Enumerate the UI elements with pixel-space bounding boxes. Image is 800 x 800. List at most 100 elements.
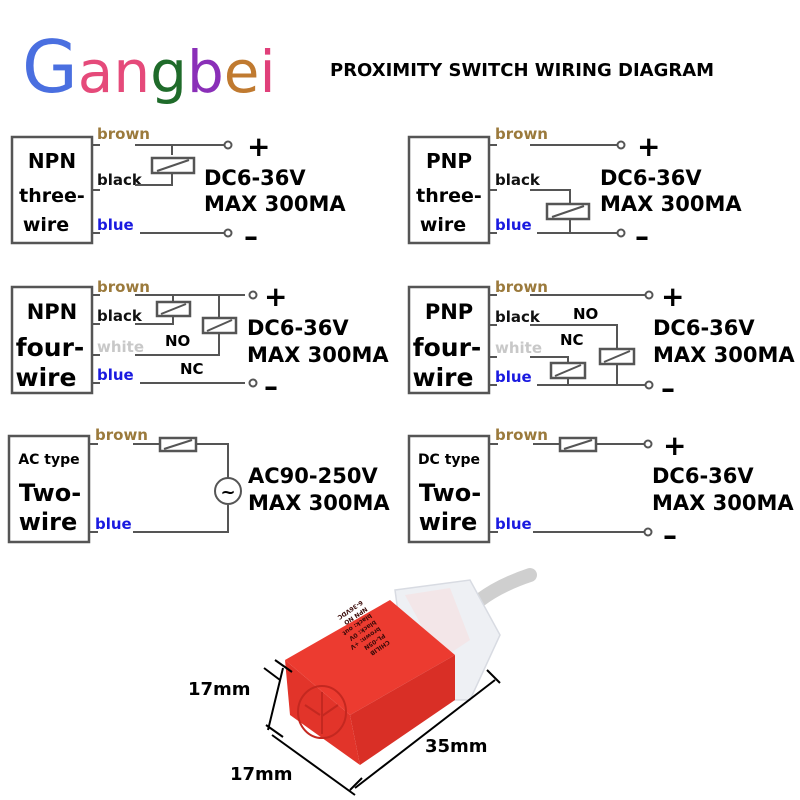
wire-label-white: white [97, 338, 144, 356]
current-spec: MAX 300MA [204, 192, 346, 216]
nc-label: NC [180, 360, 204, 378]
sensor-wire-word: wire [19, 508, 78, 536]
page-title: PROXIMITY SWITCH WIRING DIAGRAM [330, 60, 714, 81]
wire-label-black: black [495, 171, 541, 189]
current-spec: MAX 300MA [653, 343, 795, 367]
panel-dc-two-wire: DC type Two- wire brown blue + – DC6-36V… [407, 426, 794, 552]
minus-sign: – [264, 370, 278, 403]
dimension-height: 17mm [188, 679, 251, 700]
wire-label-brown: brown [97, 125, 150, 143]
minus-sign: – [661, 372, 675, 405]
sensor-wire-count: three- [19, 185, 85, 207]
panel-pnp-four-wire: PNP four- wire brown black white blue NO… [407, 278, 795, 405]
panel-npn-three-wire: NPN three- wire brown black blue + – DC6… [10, 125, 346, 253]
current-spec: MAX 300MA [600, 192, 742, 216]
minus-sign: – [244, 220, 258, 253]
plus-sign: + [663, 429, 686, 462]
terminal-minus [644, 380, 654, 390]
wire-label-blue: blue [495, 216, 532, 234]
terminal-plus [643, 439, 653, 449]
product-illustration: CHILIBPL-05Nbrown: +Vblack: 0Vblack: out… [188, 568, 537, 796]
terminal-minus [616, 228, 626, 238]
sensor-box [407, 135, 491, 245]
sensor-box [10, 135, 94, 245]
sensor-box [10, 285, 94, 395]
logo-letter: g [150, 38, 187, 106]
brand-logo-text: Gangbei [22, 25, 276, 109]
terminal-plus [616, 140, 626, 150]
sensor-type: DC type [418, 452, 480, 468]
voltage-spec: DC6-36V [204, 166, 306, 190]
wire-label-blue: blue [97, 366, 134, 384]
dimension-width: 17mm [230, 764, 293, 785]
wire-label-brown: brown [495, 426, 548, 444]
wire-label-brown: brown [97, 278, 150, 296]
voltage-spec: DC6-36V [653, 316, 755, 340]
terminal-minus [248, 378, 258, 388]
sensor-box [407, 285, 491, 395]
logo-letter: G [22, 25, 78, 109]
sensor-wire-count: three- [416, 185, 482, 207]
sensor-type: PNP [425, 300, 473, 324]
ac-source-symbol: ~ [220, 482, 235, 503]
sensor-body-side [350, 655, 455, 765]
svg-text:CHILIBPL-05Nbrown: +Vblack: 0V: CHILIBPL-05Nbrown: +Vblack: 0Vblack: out… [330, 599, 390, 665]
logo-letter: e [224, 38, 260, 106]
wire-label-black: black [495, 308, 541, 326]
sensor-wire-word: wire [419, 508, 478, 536]
dimension-length: 35mm [425, 736, 488, 757]
sensor-label: CHILIBPL-05Nbrown: +Vblack: 0Vblack: out… [330, 599, 390, 665]
terminal-plus [248, 290, 258, 300]
no-label: NO [573, 305, 598, 323]
current-spec: MAX 300MA [248, 491, 390, 515]
wire-label-white: white [495, 339, 542, 357]
terminal-minus [643, 527, 653, 537]
wire-label-blue: blue [495, 368, 532, 386]
terminal-minus [223, 228, 233, 238]
terminal-plus [644, 290, 654, 300]
sensor-wire-word: wire [413, 363, 474, 392]
sensor-wire-count: four- [16, 333, 85, 362]
plus-sign: + [637, 130, 660, 163]
wire-label-brown: brown [495, 125, 548, 143]
wire-label-blue: blue [95, 515, 132, 533]
logo-letter: a [78, 38, 114, 106]
sensor-type: PNP [426, 149, 472, 173]
dimension-lines [263, 659, 501, 796]
plus-sign: + [264, 280, 287, 313]
sensor-box [7, 434, 91, 544]
panel-pnp-three-wire: PNP three- wire brown black blue + – DC6… [407, 125, 742, 253]
cable [473, 568, 537, 607]
sensor-type: NPN [27, 300, 78, 324]
voltage-spec: DC6-36V [247, 316, 349, 340]
logo-letter: b [187, 38, 224, 106]
current-spec: MAX 300MA [652, 491, 794, 515]
nc-label: NC [560, 331, 584, 349]
minus-sign: – [635, 220, 649, 253]
plus-sign: + [247, 130, 270, 163]
voltage-spec: DC6-36V [652, 464, 754, 488]
wire-label-brown: brown [495, 278, 548, 296]
panel-npn-four-wire: NPN four- wire brown black white blue NO… [10, 278, 389, 403]
panel-ac-two-wire: AC type Two- wire brown blue ~ AC90-250V… [7, 426, 390, 544]
no-label: NO [165, 332, 190, 350]
ac-source-icon [214, 477, 242, 505]
plus-sign: + [661, 280, 684, 313]
wire-label-blue: blue [97, 216, 134, 234]
terminal-plus [223, 140, 233, 150]
wire-label-brown: brown [95, 426, 148, 444]
logo-letter: n [113, 38, 150, 106]
voltage-spec: DC6-36V [600, 166, 702, 190]
current-spec: MAX 300MA [247, 343, 389, 367]
sensor-type: NPN [28, 149, 76, 173]
wire-label-black: black [97, 171, 143, 189]
logo-letter: i [259, 38, 275, 106]
sensor-type: AC type [18, 452, 79, 468]
wire-label-blue: blue [495, 515, 532, 533]
minus-sign: – [663, 519, 677, 552]
brand-logo: Gangbei [22, 25, 276, 109]
sensor-wire-word: wire [420, 214, 466, 236]
sensor-wire-word: wire [23, 214, 69, 236]
sensor-wire-count: Two- [419, 479, 481, 507]
